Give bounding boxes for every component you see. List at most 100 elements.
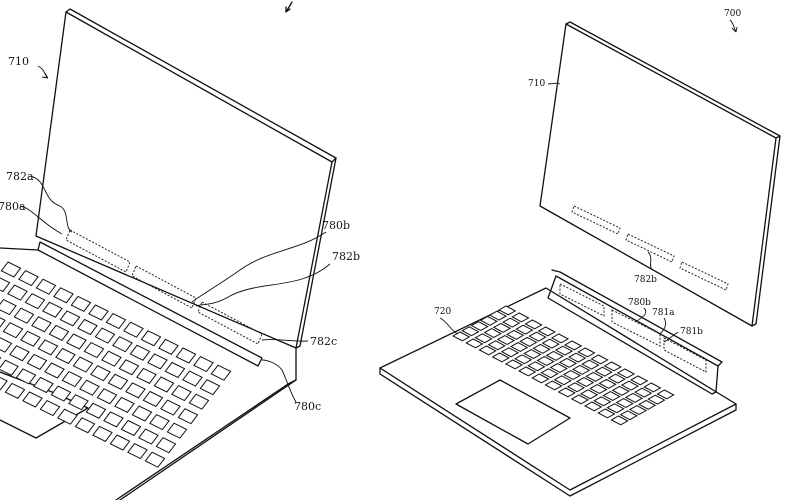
left-display-top-edge <box>66 9 336 162</box>
left-keyboard-key <box>23 392 42 407</box>
left-keyboard-key <box>200 380 219 395</box>
left-keyboard-key <box>108 374 127 389</box>
left-keyboard-key <box>154 377 173 392</box>
left-keyboard-key <box>73 357 92 372</box>
left-keyboard-key <box>58 409 77 424</box>
left-keyboard-key <box>121 421 140 436</box>
label-720: 720 <box>434 307 451 317</box>
left-keyboard-key <box>0 314 5 329</box>
label-780c: 780c <box>294 400 321 413</box>
left-keyboard-key <box>167 423 186 438</box>
left-keyboard-key <box>3 323 22 338</box>
top-arrow-icon <box>286 2 292 12</box>
left-keyboard-key <box>0 375 7 390</box>
left-keyboard-key <box>45 363 64 378</box>
right-display-sensor-3 <box>680 262 728 290</box>
left-keyboard-key <box>67 334 86 349</box>
left-keyboard-key <box>0 277 10 292</box>
right-keyboard-base <box>380 288 736 490</box>
left-keyboard-key <box>56 349 75 364</box>
left-keyboard-key <box>119 360 138 375</box>
label-782c: 782c <box>310 335 337 348</box>
left-keyboard-key <box>86 403 105 418</box>
label-700: 700 <box>724 9 741 19</box>
left-keyboard-key <box>137 368 156 383</box>
left-keyboard-key <box>93 426 112 441</box>
leader-782a <box>30 176 72 232</box>
left-keyboard-key <box>75 418 94 433</box>
label-710-right: 710 <box>528 79 545 89</box>
left-keyboard-key <box>62 372 81 387</box>
left-keyboard-key <box>27 354 46 369</box>
left-keyboard-key <box>32 317 51 332</box>
leader-782b <box>196 264 330 306</box>
left-keyboard-key <box>71 296 90 311</box>
leader-780b <box>192 232 326 302</box>
left-keyboard-key <box>183 371 202 386</box>
right-display-sensor-2 <box>626 234 674 262</box>
right-keyboard <box>453 306 674 425</box>
left-keyboard-key <box>141 331 160 346</box>
left-keyboard-key <box>10 346 29 361</box>
left-keyboard-key <box>19 271 38 286</box>
label-782b-left: 782b <box>332 250 360 263</box>
left-keyboard-key <box>113 337 132 352</box>
label-781b: 781b <box>680 327 703 337</box>
label-782b-right: 782b <box>634 275 657 285</box>
left-keyboard-key <box>150 415 169 430</box>
left-keyboard-key <box>110 435 129 450</box>
left-keyboard-key <box>14 308 33 323</box>
left-keyboard-key <box>0 337 12 352</box>
label-780b: 780b <box>322 219 350 232</box>
left-keyboard-key <box>132 406 151 421</box>
left-keyboard-key <box>97 389 116 404</box>
left-keyboard-key <box>54 288 73 303</box>
left-keyboard-key <box>126 383 145 398</box>
left-keyboard-key <box>211 365 230 380</box>
left-keyboard-key <box>172 386 191 401</box>
left-keyboard-key <box>143 392 162 407</box>
left-keyboard-key <box>148 354 167 369</box>
left-keyboard-key <box>5 383 24 398</box>
left-keyboard-key <box>0 300 16 315</box>
label-781a: 781a <box>652 308 675 318</box>
arrow-710-left <box>38 66 48 78</box>
label-780b-right: 780b <box>628 298 651 308</box>
left-keyboard-key <box>25 294 44 309</box>
left-keyboard-key <box>106 314 125 329</box>
left-keyboard-key <box>194 357 213 372</box>
leader-780a <box>20 206 62 234</box>
leader-781a <box>660 318 666 334</box>
left-keyboard-key <box>40 401 59 416</box>
label-710-left: 710 <box>8 55 29 68</box>
left-sensor-780c <box>198 302 262 344</box>
left-keyboard-key <box>60 311 79 326</box>
left-keyboard-key <box>124 322 143 337</box>
left-keyboard-key <box>1 262 20 277</box>
left-keyboard <box>0 262 231 467</box>
left-keyboard-key <box>89 305 108 320</box>
left-keyboard-key <box>84 343 103 358</box>
left-keyboard-key <box>49 325 68 340</box>
left-keyboard-key <box>95 328 114 343</box>
right-display-sensor-1 <box>572 206 620 234</box>
right-display-edges <box>566 22 780 326</box>
right-stand-sensor-3 <box>664 338 706 372</box>
left-keyboard-key <box>102 351 121 366</box>
left-keyboard-key <box>91 366 110 381</box>
left-laptop: 710 782a 780a 780b 782b 782c 780c <box>0 2 360 500</box>
label-780a: 780a <box>0 200 26 213</box>
left-keyboard-key <box>78 320 97 335</box>
left-keyboard-key <box>189 394 208 409</box>
left-keyboard-key <box>130 345 149 360</box>
right-detached: 700 710 720 782b 780b 781a <box>380 9 780 496</box>
left-keyboard-key <box>16 369 35 384</box>
leader-780c <box>262 360 296 402</box>
left-keyboard-key <box>145 452 164 467</box>
left-sensor-780a <box>66 230 130 272</box>
left-keyboard-key <box>36 279 55 294</box>
left-sensor-780b <box>132 266 196 308</box>
left-keyboard-key <box>128 444 147 459</box>
